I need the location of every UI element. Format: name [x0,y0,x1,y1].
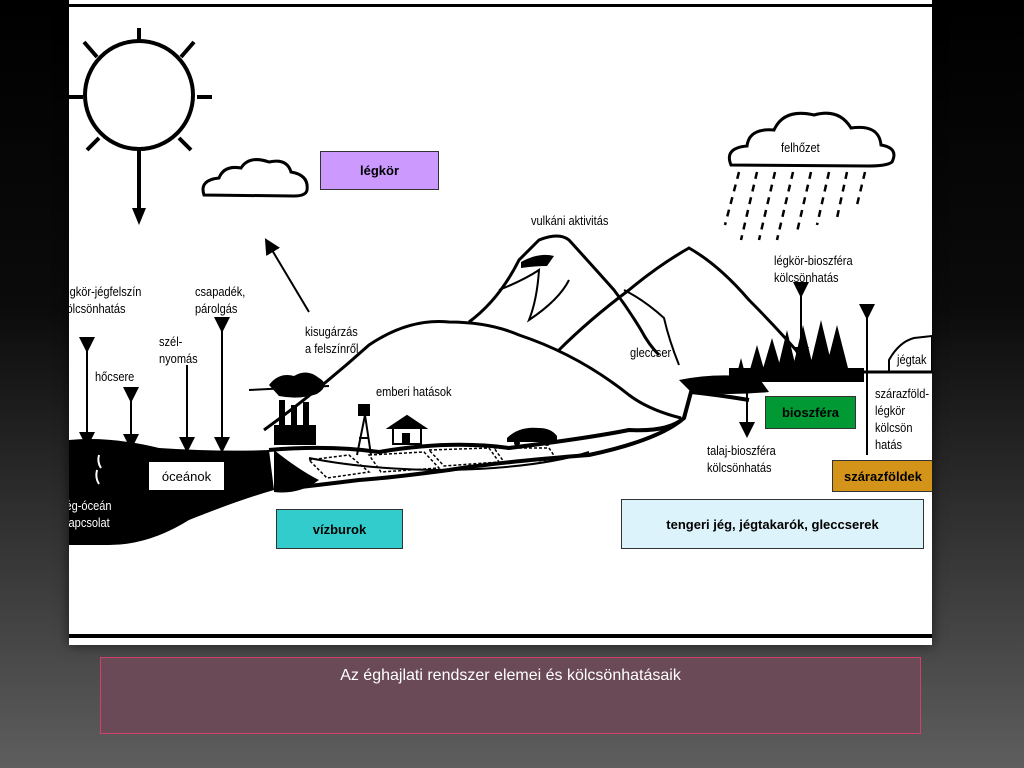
wave-marks [95,454,102,485]
windmill-icon [356,404,372,456]
atmosphere-box: légkör [320,151,439,190]
climate-system-diagram: légkör vízburok bioszféra szárazföldek t… [69,0,932,645]
oceans-label: óceánok [148,461,225,491]
caption-text: Az éghajlati rendszer elemei és kölcsönh… [340,667,681,684]
land-box: szárazföldek [832,460,932,492]
top-rule [69,4,932,7]
atm-ice-label: légkör-jégfelszín kölcsönhatás [69,284,142,316]
factory-icon [269,372,325,445]
rain-cloud-icon [727,111,896,168]
forest-icon [729,320,864,385]
rain-icon [723,171,867,241]
house-icon [385,414,429,445]
soil-bio-label: talaj-bioszféra kölcsönhatás [707,443,776,475]
volcano-mountain [468,234,661,357]
hydrosphere-box: vízburok [276,509,403,549]
heat-exchange-label: hőcsere [95,369,135,384]
car-icon [507,427,557,446]
volcano-ridge [498,268,570,323]
diagram-drawing [69,4,932,638]
glacier-label: gleccser [630,345,672,360]
biosphere-box: bioszféra [765,396,856,429]
interaction-arrows [79,238,875,455]
precipitation-label: csapadék, párolgás [195,284,246,316]
river [308,451,590,472]
hill [263,320,682,432]
volcano-crater [521,254,554,268]
ice-sheet [888,334,932,373]
ice-ocean-label: jég-óceán kapcsolat [69,498,112,530]
human-impact-label: emberi hatások [376,384,452,399]
clouds-label: felhőzet [781,140,820,155]
glacier-mountain [557,246,811,366]
radiation-label: kisugárzás a felszínről [305,324,359,356]
volcanic-label: vulkáni aktivitás [531,213,609,228]
land-atm-label: szárazföld- légkör kölcsön hatás [875,386,930,452]
glacier-ridge [623,289,680,366]
sun-icon [69,28,212,225]
slide-caption: Az éghajlati rendszer elemei és kölcsönh… [100,657,921,734]
cloud-icon [201,158,309,198]
bottom-rule [69,634,932,638]
ice-right-label: jégtak [897,352,927,367]
atm-bio-label: légkör-bioszféra kölcsönhatás [774,253,853,285]
cryosphere-box: tengeri jég, jégtakarók, gleccserek [621,499,924,549]
wind-label: szél- nyomás [159,334,198,366]
sea-floor [274,450,319,493]
fields [307,447,559,479]
